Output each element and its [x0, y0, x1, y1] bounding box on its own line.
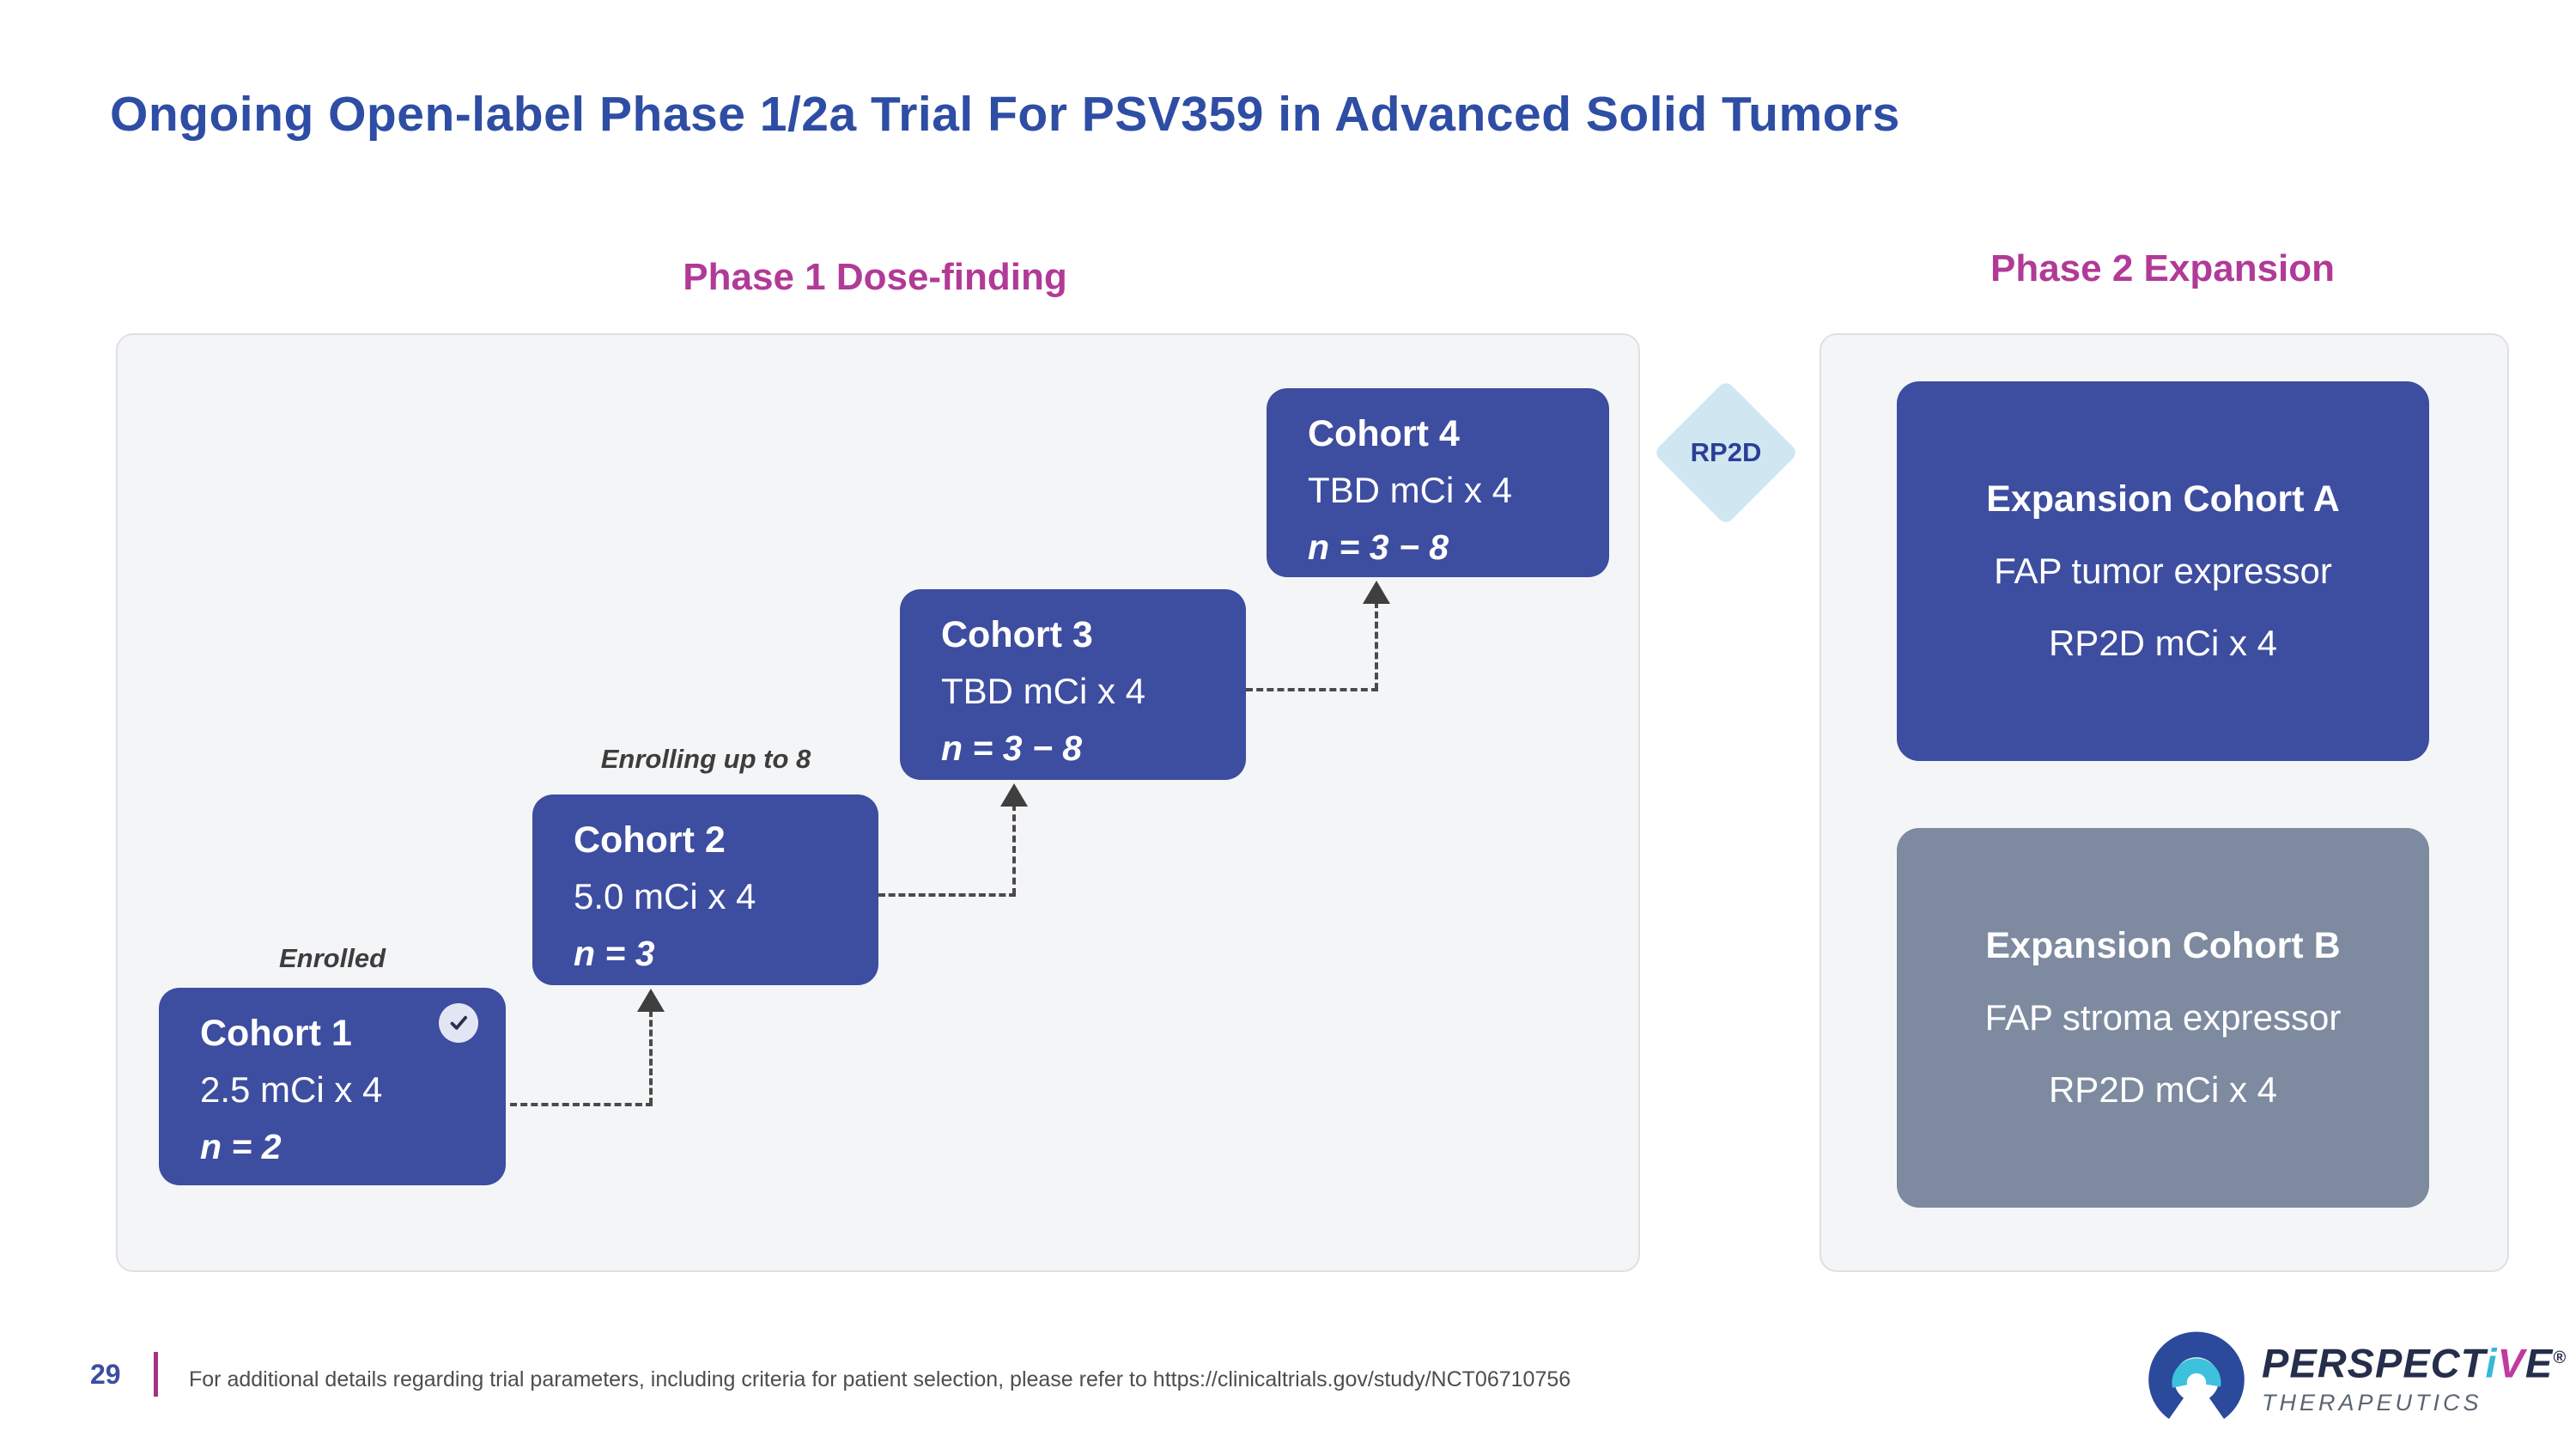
cohort1-status-label: Enrolled — [278, 943, 386, 973]
cohort3-name: Cohort 3 — [941, 614, 1093, 655]
expansion-a-title: Expansion Cohort A — [1986, 478, 2340, 520]
completed-check-icon — [439, 1003, 478, 1043]
connector1-vertical — [649, 1010, 653, 1105]
cohort2-status-label: Enrolling up to 8 — [600, 744, 811, 774]
rp2d-label: RP2D — [1690, 437, 1762, 467]
expansion-cohort-a-box: Expansion Cohort A FAP tumor expressor R… — [1897, 381, 2429, 761]
cohort3-dose: TBD mCi x 4 — [941, 671, 1146, 711]
expansion-a-line1: FAP tumor expressor — [1994, 551, 2332, 591]
logo-brand-text: PERSPECTiVE® — [2262, 1340, 2567, 1386]
cohort4-name: Cohort 4 — [1308, 413, 1460, 454]
expansion-cohort-b-box: Expansion Cohort B FAP stroma expressor … — [1897, 828, 2429, 1208]
phase1-header: Phase 1 Dose-finding — [683, 256, 1067, 298]
expansion-b-line1: FAP stroma expressor — [1984, 997, 2342, 1038]
connector2-vertical — [1012, 804, 1016, 895]
connector3-vertical — [1375, 601, 1378, 690]
cohort4-dose: TBD mCi x 4 — [1308, 470, 1513, 510]
page-number: 29 — [90, 1359, 121, 1390]
cohort2-name: Cohort 2 — [574, 819, 726, 861]
logo-sub-text: THERAPEUTICS — [2262, 1389, 2482, 1416]
cohort2-dose: 5.0 mCi x 4 — [574, 876, 756, 916]
registered-mark: ® — [2553, 1349, 2567, 1367]
logo-arc-icon — [2148, 1331, 2245, 1428]
logo-magenta-v: V — [2497, 1340, 2525, 1386]
phase2-header: Phase 2 Expansion — [1990, 247, 2336, 289]
expansion-a-line2: RP2D mCi x 4 — [2048, 623, 2278, 663]
footer-note: For additional details regarding trial p… — [189, 1367, 1571, 1391]
perspective-therapeutics-logo: PERSPECTiVE® THERAPEUTICS — [2143, 1330, 2567, 1436]
connector1-arrowhead-icon — [637, 989, 665, 1012]
footer-divider — [154, 1352, 158, 1397]
connector2-horizontal — [878, 893, 1016, 897]
cohort2-n: n = 3 — [574, 934, 655, 973]
cohort1-dose: 2.5 mCi x 4 — [200, 1069, 383, 1110]
expansion-b-line2: RP2D mCi x 4 — [2048, 1069, 2278, 1110]
page-title: Ongoing Open-label Phase 1/2a Trial For … — [110, 87, 1900, 142]
connector3-horizontal — [1246, 688, 1378, 691]
connector3-arrowhead-icon — [1363, 581, 1390, 604]
cohort4-n: n = 3 − 8 — [1308, 527, 1449, 567]
cohort3-box: Cohort 3 TBD mCi x 4 n = 3 − 8 — [900, 589, 1246, 780]
connector1-horizontal — [510, 1103, 653, 1106]
cohort4-box: Cohort 4 TBD mCi x 4 n = 3 − 8 — [1267, 388, 1609, 577]
cohort1-box: Cohort 1 2.5 mCi x 4 n = 2 — [159, 988, 506, 1185]
connector2-arrowhead-icon — [1000, 783, 1028, 807]
cohort2-box: Cohort 2 5.0 mCi x 4 n = 3 — [532, 795, 878, 985]
logo-teal-i: i — [2485, 1340, 2498, 1386]
cohort1-name: Cohort 1 — [200, 1013, 352, 1054]
expansion-b-title: Expansion Cohort B — [1985, 925, 2341, 966]
cohort1-n: n = 2 — [200, 1127, 282, 1166]
cohort3-n: n = 3 − 8 — [941, 728, 1083, 768]
